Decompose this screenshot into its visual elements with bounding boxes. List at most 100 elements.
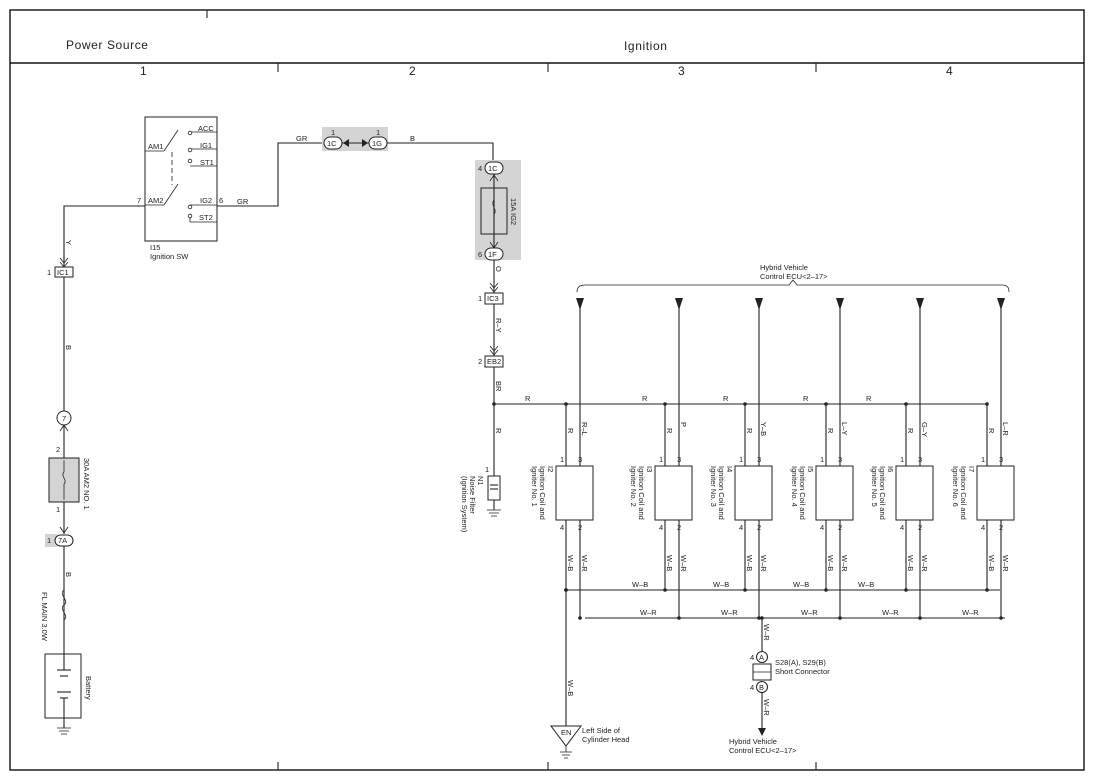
hybrid-top-line2: Control ECU<2–17>: [760, 272, 828, 281]
noise-filter-sub: (Ignition System): [460, 476, 469, 533]
wire-label-r-filter: R: [494, 428, 503, 434]
battery-label: Battery: [84, 676, 93, 700]
coil-body: [895, 465, 934, 521]
coil-feed-label: R: [987, 428, 996, 434]
wire-junction: [985, 402, 989, 406]
arrow-down: [916, 298, 924, 310]
switch-terminal-acc: ACC: [198, 124, 214, 133]
column-number-1: 1: [140, 64, 147, 78]
ground-en-symbol: [550, 725, 582, 747]
switch-terminal-ig2: IG2: [200, 196, 212, 205]
coil-pin-3: 3: [677, 455, 681, 464]
wire-junction: [904, 402, 908, 406]
wire-label-w-b-ground: W–B: [566, 680, 575, 696]
connector-1g-label: 1G: [372, 139, 382, 148]
junction-arrow: [59, 526, 69, 534]
connector-fuse-in-label: 1C: [488, 164, 498, 173]
wire-junction: [743, 588, 747, 592]
coil-ground-label: W–B: [987, 555, 996, 571]
noise-filter-id: N1: [476, 476, 485, 486]
short-connector-a-label: A: [759, 653, 764, 662]
coil-name2: Igniter No. 6: [951, 466, 960, 507]
coil-feed-label: R: [566, 428, 575, 434]
wire-label-b-left: B: [64, 345, 73, 350]
wire-label-gr: GR: [237, 197, 249, 206]
coil-name2: Igniter No. 3: [709, 466, 718, 507]
arrow-down: [758, 728, 766, 736]
coil-body: [654, 465, 693, 521]
ground-line2: Cylinder Head: [582, 735, 630, 744]
switch-terminal-st1: ST1: [200, 158, 214, 167]
arrow-down: [675, 298, 683, 310]
coil-name2: Igniter No. 4: [790, 466, 799, 507]
arrow-down: [576, 298, 584, 310]
coil-name: Ignition Coil and: [637, 466, 646, 520]
arrow-down: [836, 298, 844, 310]
wire-label-b-main: B: [64, 572, 73, 577]
column-number-2: 2: [409, 64, 416, 78]
coil-pin-1: 1: [900, 455, 904, 464]
connector-ic3-label: IC3: [487, 294, 499, 303]
coil-pin-3: 3: [918, 455, 922, 464]
coil-pin-4: 4: [820, 523, 824, 532]
connector-ic1-pin: 1: [47, 268, 51, 277]
coil-signal-label: L–Y: [840, 422, 849, 435]
wire-junction: [838, 616, 842, 620]
coil-pin-3: 3: [838, 455, 842, 464]
wire-label-r: R: [642, 394, 648, 403]
junction-7-label: 7: [62, 414, 66, 423]
wire-junction: [824, 402, 828, 406]
coil-id: I3: [645, 466, 654, 472]
fusible-link-label: FL MAIN 3.0W: [40, 592, 49, 642]
short-connector-a-pin: 4: [750, 653, 754, 662]
wire-junction: [663, 588, 667, 592]
connector-ic3-pin: 1: [478, 294, 482, 303]
wire-label-br: BR: [494, 381, 503, 392]
coil-signal-label: Y–B: [759, 422, 768, 436]
coil-id: I2: [546, 466, 555, 472]
coil-pin-4: 4: [900, 523, 904, 532]
wire-junction: [918, 616, 922, 620]
coil-pin-1: 1: [659, 455, 663, 464]
wire-junction: [743, 402, 747, 406]
coil-pin-3: 3: [578, 455, 582, 464]
wire-junction: [904, 588, 908, 592]
short-connector-b-label: B: [759, 683, 764, 692]
short-connector-name2: Short Connector: [775, 667, 830, 676]
short-connector-b-pin: 4: [750, 683, 754, 692]
wire-label-gr-2: GR: [296, 134, 308, 143]
coil-pin-3: 3: [757, 455, 761, 464]
hybrid-bottom-line1: Hybrid Vehicle: [729, 737, 777, 746]
coil-id: I4: [725, 466, 734, 472]
hybrid-top-line1: Hybrid Vehicle: [760, 263, 808, 272]
coil-pin-3: 3: [999, 455, 1003, 464]
connector-fuse-out-label: 1F: [488, 250, 497, 259]
header-power-source: Power Source: [66, 38, 149, 52]
short-connector-a: [756, 651, 768, 663]
coil-feed-label: R: [906, 428, 915, 434]
coil-name: Ignition Coil and: [538, 466, 547, 520]
wire-label-r-y: R–Y: [494, 318, 503, 333]
wire-label-w-b: W–B: [858, 580, 874, 589]
hybrid-brace: [576, 279, 1010, 293]
switch-pin-ig2: 6: [219, 196, 223, 205]
wire-label-b: B: [410, 134, 415, 143]
wire-junction: [757, 616, 761, 620]
noise-filter-name: Noise Filter: [468, 476, 477, 514]
diagram-frame: [9, 9, 1085, 771]
ground-symbol: [487, 509, 501, 517]
wire-label-w-r: W–R: [721, 608, 738, 617]
ground-symbol: [57, 727, 71, 735]
wire-label-w-r: W–R: [640, 608, 657, 617]
wire-junction: [578, 616, 582, 620]
fuse-ig2-label: 15A IG2: [509, 198, 518, 225]
coil-wr-label: W–R: [1001, 555, 1010, 572]
coil-pin-4: 4: [659, 523, 663, 532]
wire-junction: [677, 616, 681, 620]
connector-1c-label: 1C: [327, 139, 337, 148]
coil-wr-label: W–R: [679, 555, 688, 572]
wire-label-r: R: [525, 394, 531, 403]
coil-ground-label: W–B: [566, 555, 575, 571]
